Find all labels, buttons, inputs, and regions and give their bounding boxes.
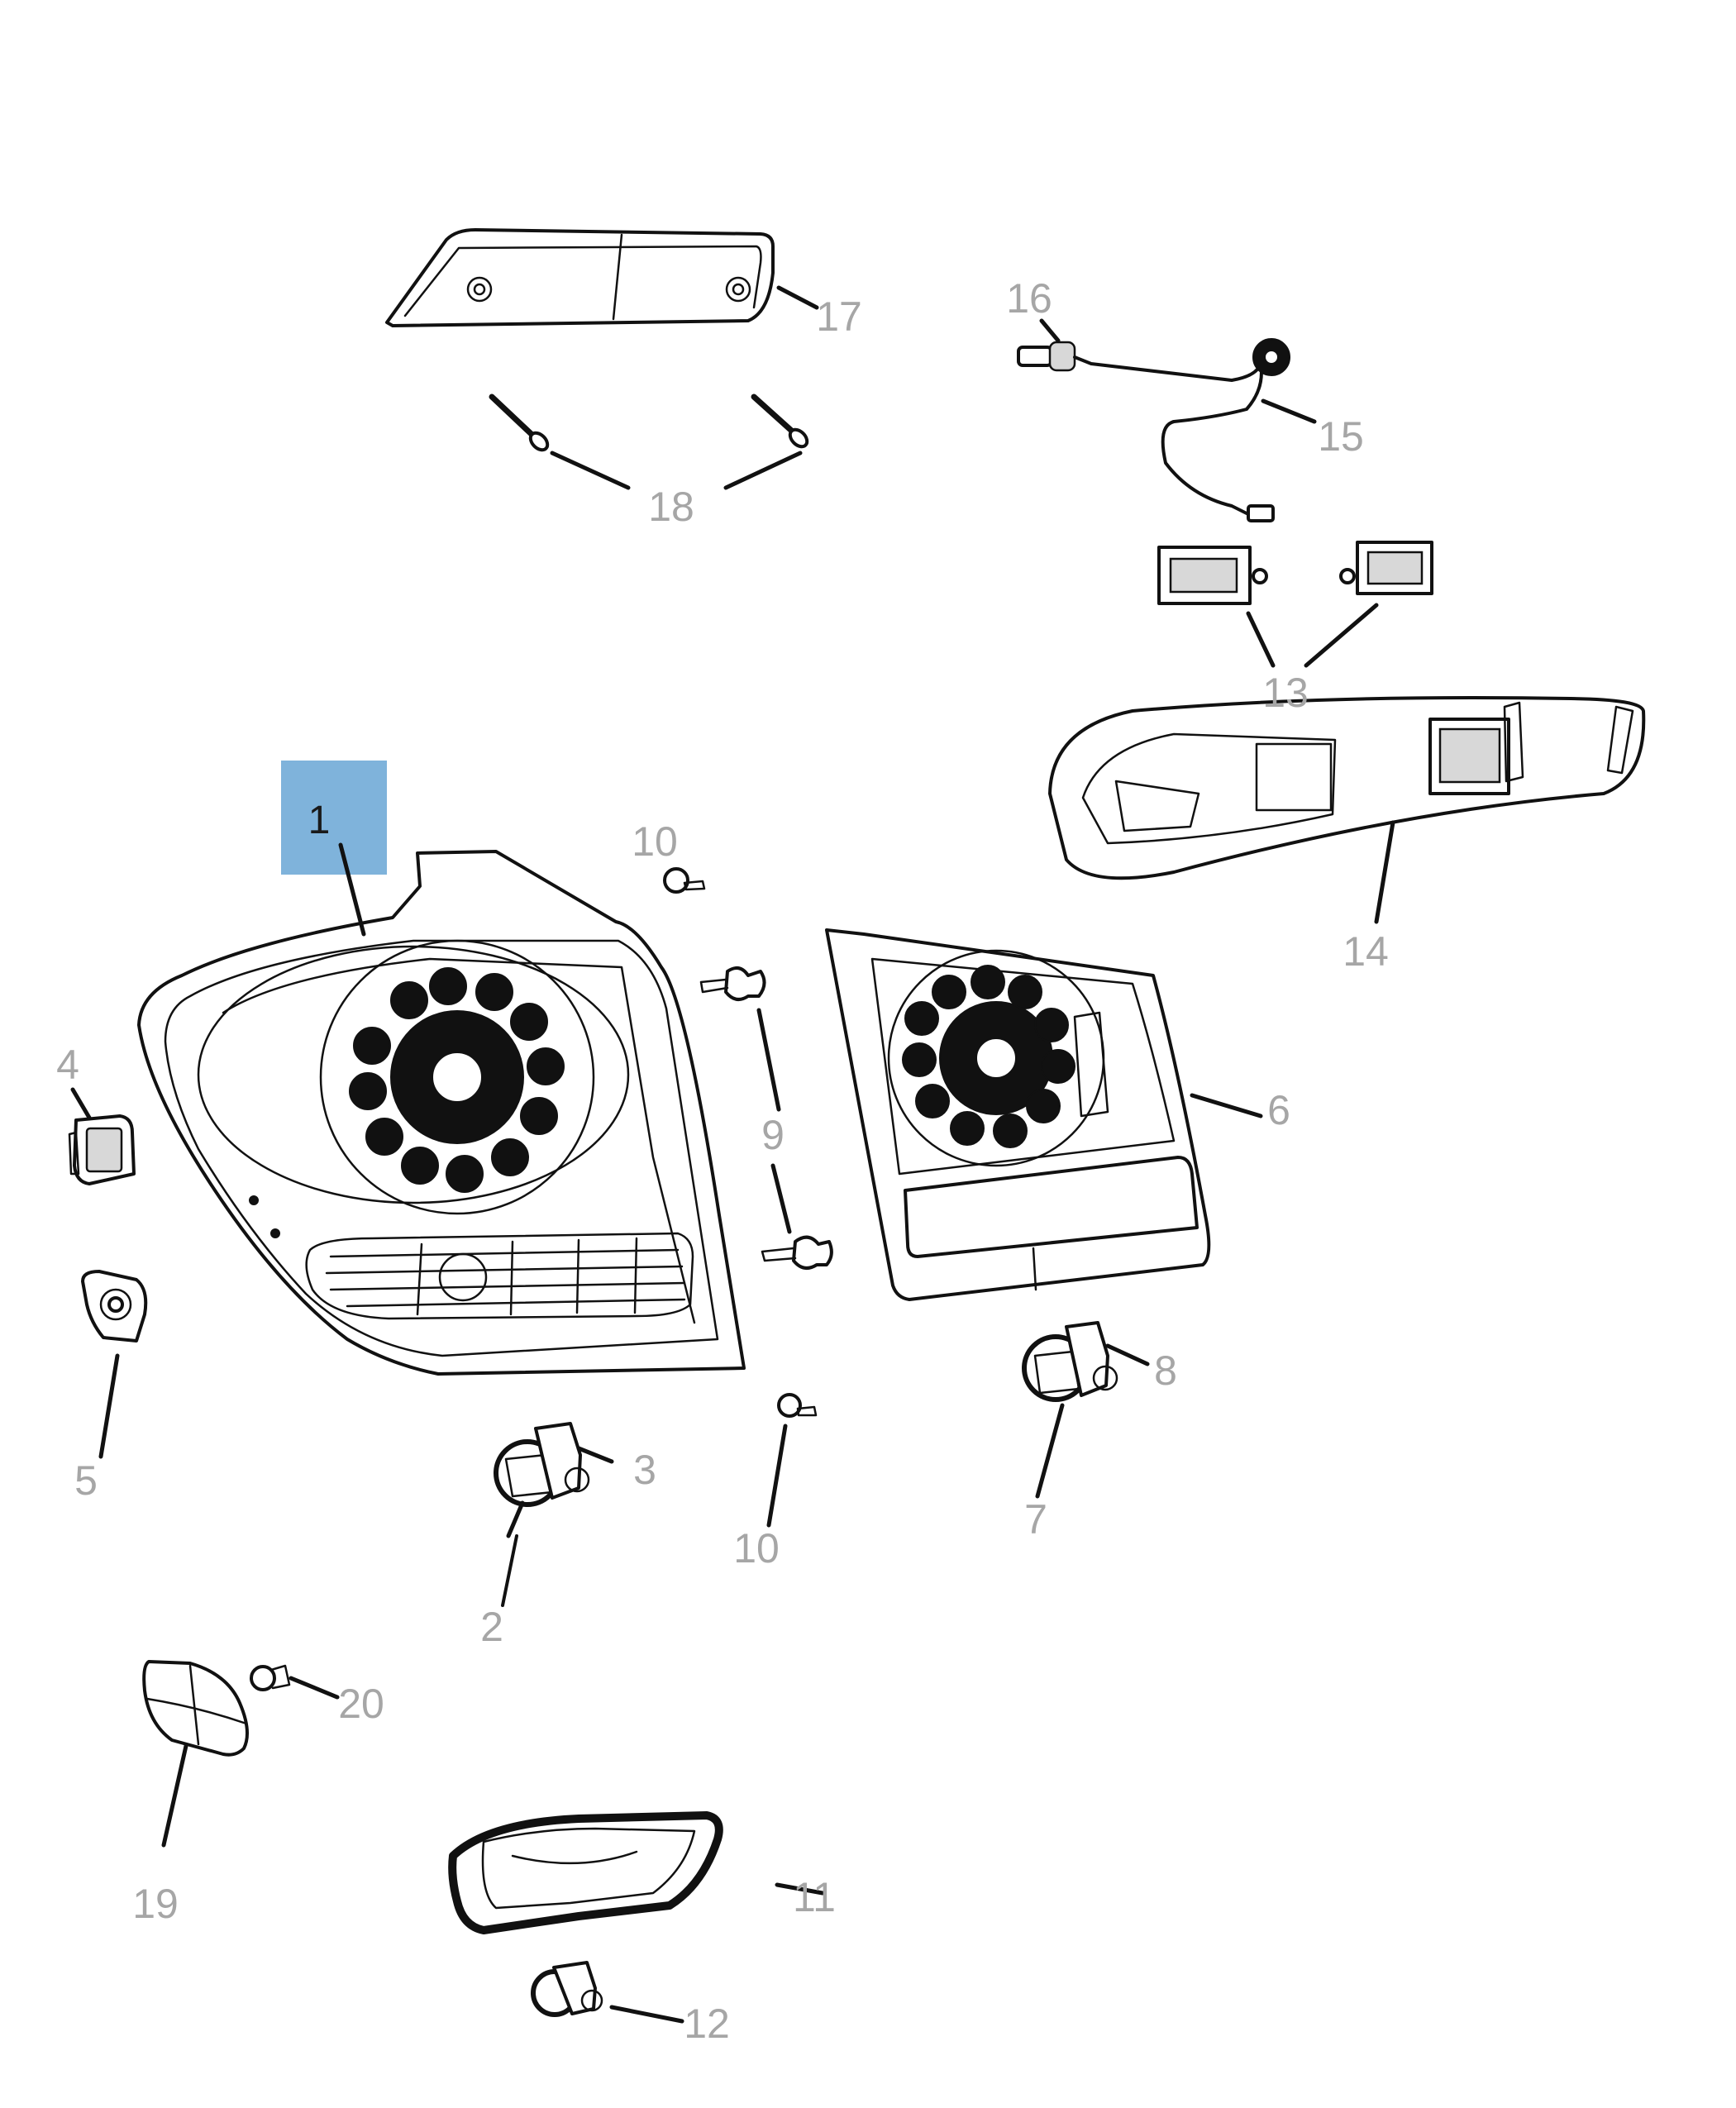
callout-18: 18 (648, 484, 694, 530)
callout-1: 1 (308, 799, 331, 842)
callout-3: 3 (633, 1447, 656, 1493)
part-17-stop-lamp[interactable] (385, 228, 775, 327)
part-6-inner-tail-lamp[interactable] (825, 928, 1211, 1301)
callout-10b: 10 (733, 1525, 780, 1571)
callout-16: 16 (1006, 275, 1052, 322)
callout-9: 9 (761, 1112, 785, 1158)
callout-7: 7 (1024, 1496, 1047, 1543)
part-14-applique[interactable] (1048, 696, 1646, 880)
part-5-socket[interactable] (81, 1270, 148, 1343)
callout-6: 6 (1267, 1087, 1290, 1133)
callout-8: 8 (1154, 1347, 1177, 1394)
part-10-push-pin-lower[interactable] (777, 1393, 818, 1418)
part-11-reflex-housing[interactable] (448, 1811, 723, 1934)
callout-17: 17 (816, 293, 862, 340)
callout-5: 5 (74, 1457, 98, 1504)
part-8-bulb[interactable] (1065, 1321, 1118, 1397)
part-19-side-marker-lens[interactable] (142, 1660, 249, 1757)
callout-1-highlight (281, 761, 387, 875)
part-15-wire-harness[interactable] (1073, 338, 1290, 522)
callout-20: 20 (338, 1681, 384, 1727)
part-16-bulb[interactable] (1017, 341, 1076, 372)
part-3-bulb[interactable] (534, 1422, 590, 1500)
callout-10a: 10 (632, 818, 678, 865)
callout-12: 12 (684, 2001, 730, 2047)
part-13-license-lamps[interactable] (1157, 541, 1433, 605)
part-1-tail-lamp[interactable] (137, 850, 746, 1376)
part-20-marker-bulb[interactable] (250, 1664, 291, 1691)
callout-4: 4 (56, 1042, 79, 1088)
callouts: 1 2 3 4 5 6 7 8 9 10 10 11 12 13 14 15 1… (56, 275, 1389, 2047)
part-10-push-pin-upper[interactable] (663, 867, 706, 894)
callout-2: 2 (480, 1604, 503, 1650)
callout-13: 13 (1262, 670, 1309, 716)
part-9-retainer-pins[interactable] (699, 966, 833, 1270)
callout-14: 14 (1343, 928, 1389, 975)
callout-15: 15 (1318, 413, 1364, 460)
callout-19: 19 (132, 1881, 179, 1927)
part-12-socket[interactable] (531, 1961, 603, 2017)
callout-11: 11 (793, 1874, 836, 1920)
part-18-screws[interactable] (489, 393, 810, 453)
leader-lines (70, 285, 1395, 2024)
part-4-clip[interactable] (68, 1114, 136, 1185)
